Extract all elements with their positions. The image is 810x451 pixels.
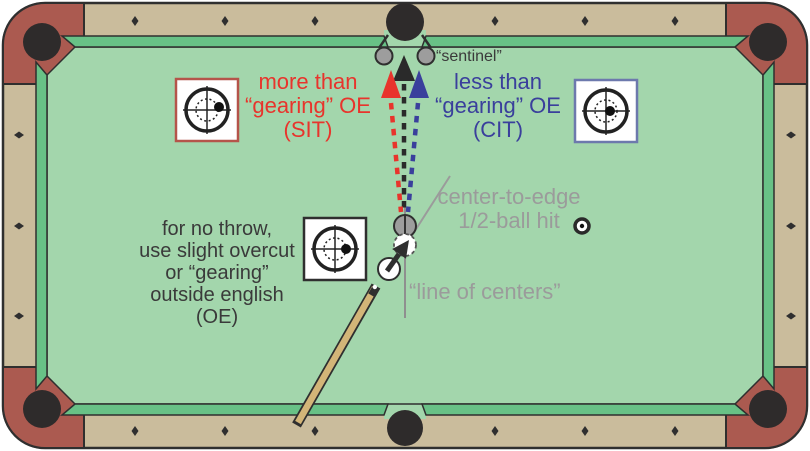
diamond-sight xyxy=(14,312,24,320)
diamond-sight xyxy=(581,16,589,26)
cushions xyxy=(35,35,775,416)
diamond-sight xyxy=(581,426,589,436)
half-ball-label-line1: center-to-edge xyxy=(437,184,580,209)
no-throw-label-line4: outside english xyxy=(150,284,283,306)
diamond-sight xyxy=(311,426,319,436)
ob-path-sit-dashed xyxy=(388,102,404,213)
diamond-sight xyxy=(221,16,229,26)
cit-label-line1: less than xyxy=(454,69,542,94)
diamond-sight xyxy=(311,16,319,26)
tip-position-dot xyxy=(605,106,615,116)
aim-arrowhead xyxy=(392,240,409,259)
diamond-sight xyxy=(14,131,24,139)
no-throw-label-line5: (OE) xyxy=(196,306,238,328)
diamond-sight xyxy=(131,426,139,436)
marker-dot xyxy=(579,223,585,229)
sit-label-line2: “gearing” OE xyxy=(245,93,371,118)
shot-diagram xyxy=(174,34,639,428)
center-path-arrowhead xyxy=(393,55,415,81)
no-throw-label-line1: for no throw, xyxy=(162,218,272,240)
cit-english-icon xyxy=(573,78,639,144)
gearing-english-icon xyxy=(302,216,368,282)
pocket-bottom-center xyxy=(387,410,423,446)
sit-label-line3: (SIT) xyxy=(284,117,333,142)
cit-path-arrowhead xyxy=(409,70,429,98)
ob-path-cit-dashed xyxy=(405,102,421,213)
sit-path-arrowhead xyxy=(381,70,401,98)
cushion-top-left xyxy=(59,35,390,48)
tip-position-dot xyxy=(341,244,351,254)
pocket-jaw-line-right xyxy=(420,34,433,49)
sentinel-ball-left xyxy=(374,46,394,66)
labels: “sentinel” more than “gearing” OE (SIT) … xyxy=(139,48,580,328)
diamond-sight xyxy=(221,426,229,436)
pockets xyxy=(23,3,787,446)
tip-position-dot xyxy=(214,102,224,112)
no-throw-label-line2: use slight overcut xyxy=(139,240,295,262)
half-ball-marker-icon xyxy=(573,217,591,235)
pocket-bottom-left xyxy=(23,390,61,428)
diamond-sight xyxy=(671,16,679,26)
sit-english-icon xyxy=(174,77,240,143)
diamond-sight xyxy=(786,131,796,139)
pocket-top-left xyxy=(23,23,61,61)
sit-label-line1: more than xyxy=(258,69,357,94)
diamond-sight xyxy=(671,426,679,436)
cushion-top-right xyxy=(420,35,751,48)
sentinel-label: “sentinel” xyxy=(436,48,502,65)
diamond-sight xyxy=(786,312,796,320)
diamond-sight xyxy=(491,426,499,436)
no-throw-label-line3: or “gearing” xyxy=(165,262,268,284)
cushion-right xyxy=(762,59,775,392)
line-of-centers-label: “line of centers” xyxy=(409,279,561,304)
diamond-sight xyxy=(14,222,24,230)
gearing-dotted-circle xyxy=(594,99,618,123)
cushion-left xyxy=(35,59,48,392)
pocket-bottom-right xyxy=(749,390,787,428)
cue-tip-highlight xyxy=(372,284,377,290)
pocket-top-center xyxy=(386,3,424,41)
diamond-sight xyxy=(491,16,499,26)
aim-arrow-shaft xyxy=(384,252,402,273)
diamond-sight xyxy=(786,222,796,230)
half-ball-label-line2: 1/2-ball hit xyxy=(458,208,560,233)
pocket-jaw-line-left xyxy=(377,34,390,49)
half-ball-callout-line xyxy=(410,175,451,238)
pocket-top-right xyxy=(749,23,787,61)
cue-stick xyxy=(295,285,378,425)
diamond-sight xyxy=(131,16,139,26)
cit-label-line2: “gearing” OE xyxy=(435,93,561,118)
sentinel-ball-right xyxy=(416,46,436,66)
cit-label-line3: (CIT) xyxy=(473,117,523,142)
diamond-sights xyxy=(14,16,796,436)
cushion-bottom-left xyxy=(59,403,390,416)
cushion-bottom-right xyxy=(420,403,751,416)
